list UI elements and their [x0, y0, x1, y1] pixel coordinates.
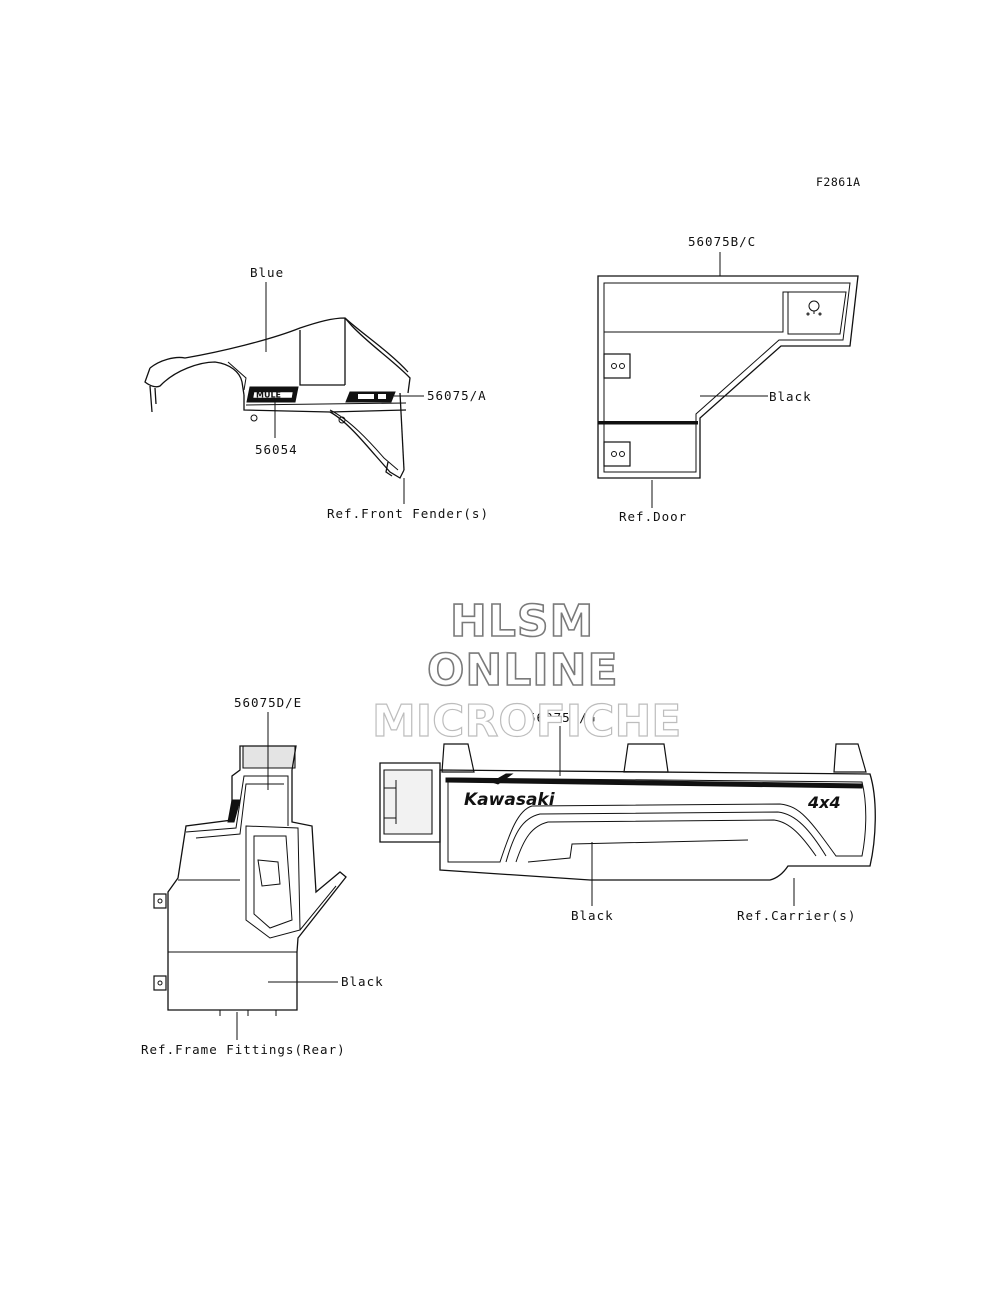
ref-front-fender-label: Ref.Front Fender(s) — [327, 506, 489, 521]
door-color-label: Black — [769, 389, 812, 404]
front-fender-color-label: Blue — [250, 265, 285, 280]
four-by-four-decal-text: 4x4 — [807, 793, 841, 812]
kawasaki-decal-text: Kawasaki — [464, 790, 556, 810]
part-number-56054: 56054 — [255, 442, 298, 457]
carrier-color-label: Black — [571, 908, 614, 923]
ref-door-label: Ref.Door — [619, 509, 688, 524]
part-number-56075bc: 56075B/C — [688, 234, 757, 249]
watermark-line2: ONLINE — [426, 644, 619, 697]
carrier-illustration: Kawasaki 4x4 — [379, 726, 876, 906]
front-fender-illustration: MULE — [144, 282, 424, 504]
ref-frame-fittings-label: Ref.Frame Fittings(Rear) — [141, 1042, 346, 1057]
figure-code: F2861A — [816, 175, 861, 189]
watermark-line1: HLSM — [449, 595, 595, 648]
door-illustration — [597, 252, 859, 508]
frame-fittings-illustration — [153, 712, 347, 1040]
watermark-line3: MICROFICHE — [371, 695, 682, 747]
frame-fittings-color-label: Black — [341, 974, 384, 989]
part-number-56075de: 56075D/E — [234, 695, 303, 710]
ref-carrier-label: Ref.Carrier(s) — [737, 908, 857, 923]
part-number-56075a: 56075/A — [427, 388, 487, 403]
mule-decal-text: MULE — [256, 391, 281, 400]
part-number-56075fg: 56075F/G — [528, 710, 597, 725]
